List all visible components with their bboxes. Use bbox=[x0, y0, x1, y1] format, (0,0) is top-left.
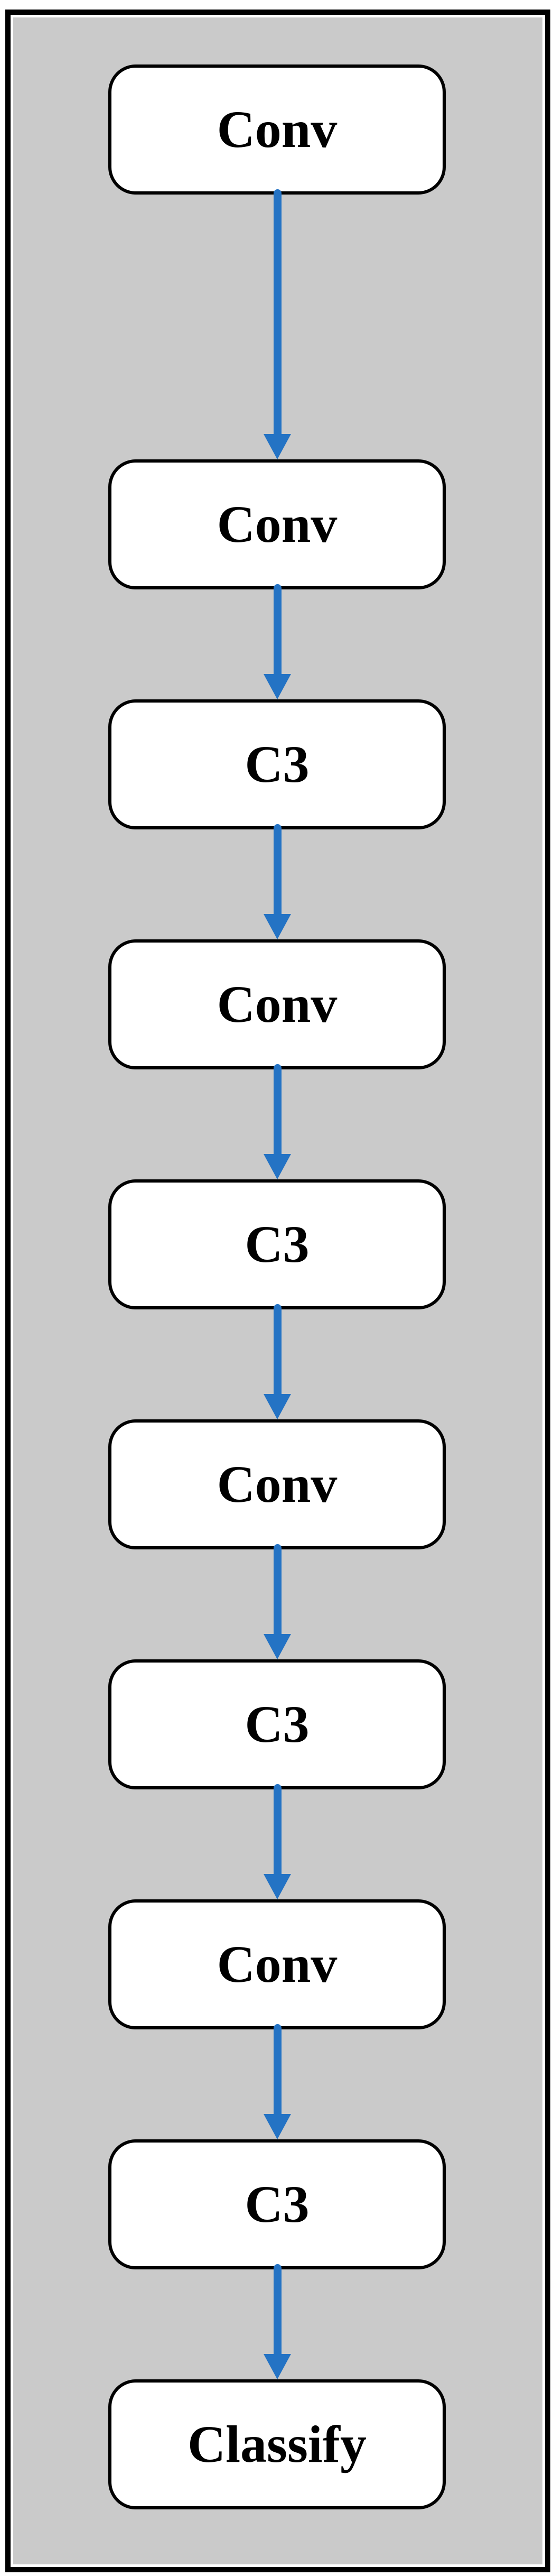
arrow-4-head-icon bbox=[264, 1154, 291, 1179]
node-conv-2-label: Conv bbox=[217, 495, 338, 553]
node-c3-2-label: C3 bbox=[245, 1215, 310, 1273]
node-c3-4-label: C3 bbox=[245, 2175, 310, 2233]
arrow-5-shaft bbox=[274, 1304, 282, 1394]
node-conv-3-label: Conv bbox=[217, 975, 338, 1033]
node-c3-3: C3 bbox=[108, 1659, 446, 1789]
arrow-2-head-icon bbox=[264, 674, 291, 699]
arrow-4-shaft bbox=[274, 1064, 282, 1154]
node-conv-1: Conv bbox=[108, 64, 446, 195]
node-c3-1-label: C3 bbox=[245, 735, 310, 793]
node-conv-2: Conv bbox=[108, 459, 446, 589]
arrow-2-shaft bbox=[274, 584, 282, 674]
node-classify: Classify bbox=[108, 2379, 446, 2509]
arrow-8-head-icon bbox=[264, 2114, 291, 2139]
arrow-9-shaft bbox=[274, 2264, 282, 2354]
arrow-1-head-icon bbox=[264, 434, 291, 459]
node-c3-1: C3 bbox=[108, 699, 446, 829]
arrow-3-head-icon bbox=[264, 914, 291, 939]
node-conv-5-label: Conv bbox=[217, 1935, 338, 1993]
arrow-6-shaft bbox=[274, 1544, 282, 1634]
arrow-3-shaft bbox=[274, 824, 282, 914]
arrow-7-head-icon bbox=[264, 1874, 291, 1899]
node-conv-3: Conv bbox=[108, 939, 446, 1069]
node-classify-label: Classify bbox=[188, 2415, 367, 2473]
arrow-9-head-icon bbox=[264, 2354, 291, 2379]
node-conv-1-label: Conv bbox=[217, 100, 338, 159]
node-c3-2: C3 bbox=[108, 1179, 446, 1309]
arrow-8-shaft bbox=[274, 2024, 282, 2114]
node-conv-4-label: Conv bbox=[217, 1455, 338, 1513]
node-c3-4: C3 bbox=[108, 2139, 446, 2269]
arrow-5-head-icon bbox=[264, 1394, 291, 1419]
arrow-6-head-icon bbox=[264, 1634, 291, 1659]
node-conv-5: Conv bbox=[108, 1899, 446, 2029]
arrow-7-shaft bbox=[274, 1784, 282, 1874]
arrow-1-shaft bbox=[274, 189, 282, 434]
node-c3-3-label: C3 bbox=[245, 1695, 310, 1753]
node-conv-4: Conv bbox=[108, 1419, 446, 1549]
